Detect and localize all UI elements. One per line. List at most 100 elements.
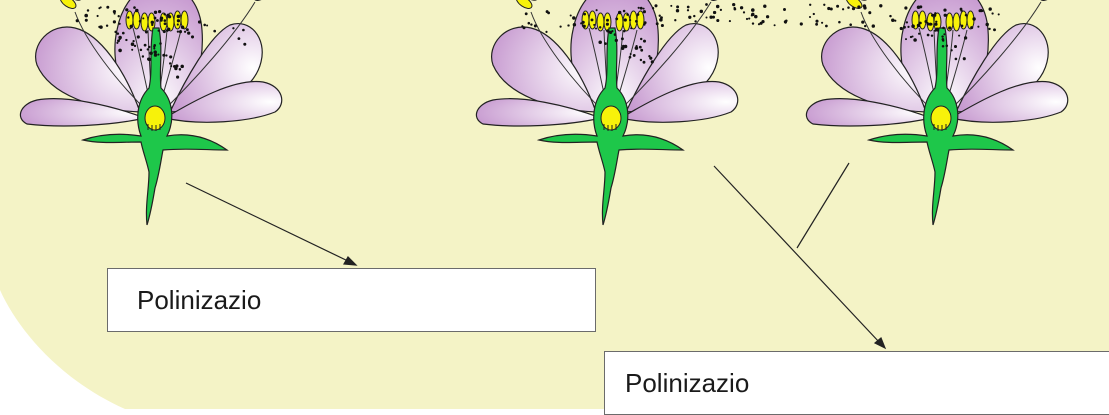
pollen-grain — [911, 24, 915, 28]
pollen-grain — [162, 29, 166, 34]
pollen-grain — [861, 20, 865, 24]
pollen-grain — [879, 4, 883, 8]
pollen-grain — [131, 48, 134, 51]
pollen-grain — [639, 58, 643, 62]
pollen-grain — [836, 4, 840, 8]
pollen-grain — [660, 16, 663, 20]
pollen-grain — [871, 24, 875, 28]
pollen-grain — [934, 22, 938, 26]
pollen-grain — [705, 3, 708, 6]
pollen-grain — [598, 26, 602, 29]
pollen-grain — [905, 38, 907, 41]
pollen-grain — [715, 4, 720, 9]
pollen-grain — [712, 10, 717, 15]
pollen-grain — [773, 24, 776, 27]
pollen-grain — [159, 42, 162, 45]
pollen-grain — [629, 52, 632, 56]
pollen-grain — [904, 6, 908, 10]
pollen-grain — [942, 26, 945, 30]
pollen-grain — [954, 57, 958, 61]
pollen-grain — [75, 19, 79, 23]
pollen-grain — [821, 21, 824, 24]
pollen-grain — [916, 5, 921, 9]
pollen-grain — [153, 50, 157, 54]
pollen-grain — [617, 10, 622, 15]
pollen-grain — [187, 31, 191, 35]
pollen-grain — [522, 26, 526, 30]
pollen-grain — [943, 8, 947, 12]
pollen-grain — [808, 15, 812, 19]
pollen-grain — [754, 14, 758, 19]
pollen-grain — [162, 53, 166, 57]
pollen-grain — [133, 44, 137, 48]
pollen-grain — [634, 46, 639, 50]
pollen-grain — [654, 4, 658, 8]
pollen-grain — [903, 25, 906, 29]
pollen-grain — [960, 24, 964, 28]
pollen-grain — [728, 20, 731, 23]
pollen-grain — [918, 32, 921, 35]
pollen-grain — [165, 54, 168, 57]
pollen-grain — [84, 13, 88, 18]
pollen-grain — [674, 19, 677, 22]
pollen-grain — [815, 19, 819, 23]
pollen-grain — [157, 53, 160, 56]
arrow-self-pollination — [185, 182, 358, 266]
pollen-grain — [175, 64, 179, 68]
pollen-grain — [147, 45, 151, 49]
pollen-grain — [176, 23, 179, 26]
pollen-grain — [143, 43, 147, 47]
pollen-grain — [868, 11, 872, 15]
pollen-grain — [139, 48, 143, 52]
pollen-grain — [919, 21, 922, 25]
pollen-grain — [567, 24, 570, 27]
pollen-grain — [232, 27, 235, 30]
pollen-grain — [642, 60, 646, 64]
pollen-grain — [138, 19, 142, 23]
pollen-grain — [934, 12, 937, 15]
pollen-grain — [829, 7, 833, 11]
pollen-grain — [988, 7, 992, 11]
pollen-grain — [118, 38, 121, 41]
pollen-grain — [941, 44, 945, 48]
pollen-grain — [545, 30, 548, 33]
pollen-grain — [147, 57, 151, 61]
pollen-grain — [604, 42, 607, 45]
pollen-grain — [688, 15, 692, 19]
pollen-grain — [699, 9, 704, 14]
pollen-grain — [530, 23, 533, 26]
pollen-grain — [594, 27, 598, 30]
pollen-grain — [841, 8, 845, 11]
pollen-grain — [658, 14, 661, 17]
pollen-grain — [533, 24, 537, 28]
pollen-grain — [606, 29, 610, 33]
pollen-grain — [916, 23, 921, 28]
pollen-grain — [146, 48, 149, 51]
pollen-grain — [176, 30, 180, 33]
pollen-grain — [985, 22, 989, 27]
pollen-grain — [660, 23, 664, 28]
pollen-grain — [642, 10, 646, 14]
pollen-grain — [783, 8, 786, 11]
pollen-grain — [157, 29, 160, 32]
pollen-grain — [99, 6, 102, 9]
pollen-grain — [581, 20, 585, 24]
pollen-grain — [716, 18, 720, 23]
pollen-grain — [935, 20, 938, 23]
pollen-grain — [739, 6, 744, 10]
pollen-grain — [935, 27, 939, 31]
pollen-grain — [169, 62, 172, 65]
pollen-grain — [705, 16, 708, 19]
pollen-grain — [847, 6, 850, 9]
pollen-grain — [711, 15, 716, 19]
pollen-grain — [163, 22, 167, 26]
pollen-grain — [745, 17, 749, 21]
pollen-grain — [626, 13, 629, 16]
pollen-grain — [117, 39, 120, 43]
pollen-grain — [751, 8, 755, 12]
pollen-grain — [144, 30, 148, 34]
pollen-grain — [118, 22, 121, 25]
self-pollination-label: Polinizazio — [107, 268, 596, 332]
pollen-grain — [166, 27, 171, 32]
pollen-grain — [825, 24, 828, 28]
